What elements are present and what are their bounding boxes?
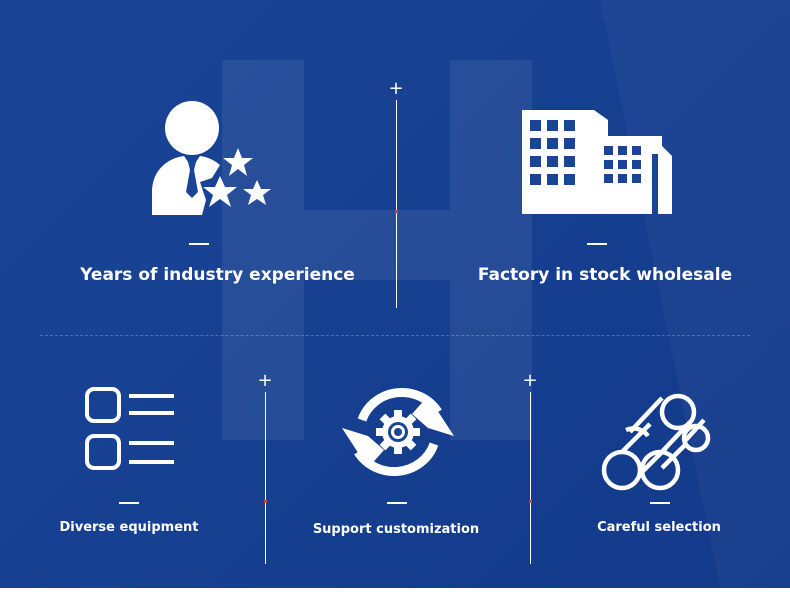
- plus-mark: +: [257, 370, 273, 391]
- vertical-divider: [529, 392, 532, 564]
- label-dash: [189, 243, 209, 245]
- feature-label-customization: Support customization: [312, 522, 480, 537]
- vertical-divider: [264, 392, 267, 564]
- watermark-letter: [222, 60, 532, 440]
- feature-label-experience: Years of industry experience: [80, 265, 355, 285]
- steel-pipes-icon: [601, 393, 711, 491]
- feature-label-equipment: Diverse equipment: [59, 520, 199, 535]
- feature-label-factory: Factory in stock wholesale: [477, 265, 733, 285]
- gear-refresh-icon: [342, 387, 454, 477]
- plus-mark: +: [522, 370, 538, 391]
- label-dash: [650, 502, 670, 504]
- row-separator: [40, 335, 750, 336]
- vertical-divider: [395, 100, 398, 308]
- feature-label-selection: Careful selection: [597, 520, 721, 535]
- label-dash: [387, 502, 407, 504]
- factory-buildings-icon: [522, 110, 672, 214]
- expert-user-stars-icon: [152, 101, 271, 215]
- list-icon: [85, 387, 174, 470]
- plus-mark: +: [388, 78, 404, 99]
- label-dash: [587, 243, 607, 245]
- label-dash: [119, 502, 139, 504]
